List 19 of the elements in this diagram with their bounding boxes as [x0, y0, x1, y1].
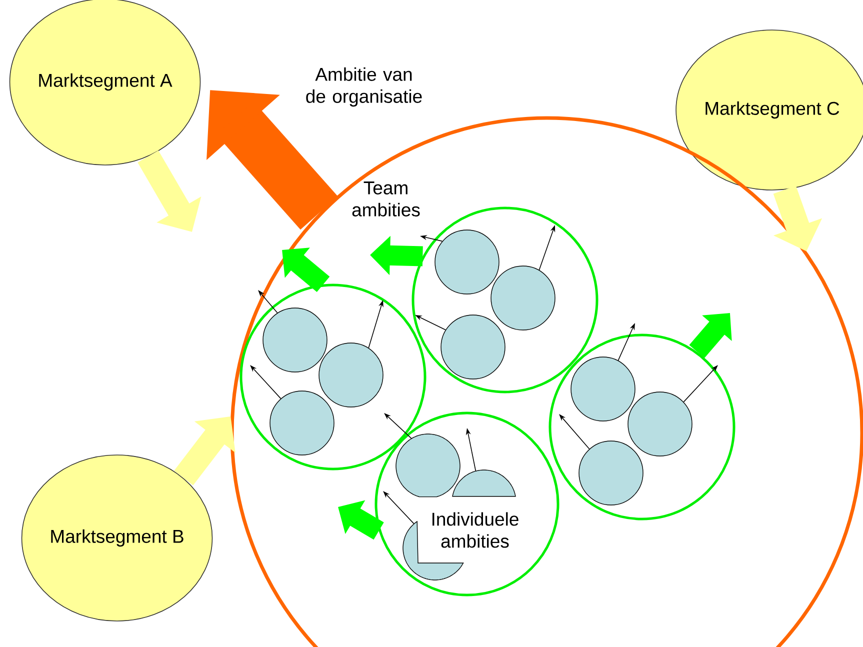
person-circle [490, 266, 556, 330]
text-label: Individuele ambities [419, 498, 531, 562]
arrow [683, 365, 718, 402]
text-label: Team ambities [352, 182, 420, 216]
person-circle [434, 230, 500, 294]
person-circle [570, 356, 636, 422]
person-circle [578, 440, 644, 506]
person-circle [262, 308, 328, 372]
arrow [250, 365, 282, 399]
arrow [383, 491, 414, 524]
person-circle [440, 314, 506, 380]
team-circle [374, 412, 560, 596]
person-circle [628, 392, 692, 456]
arrow [384, 413, 412, 439]
team-circle [548, 334, 736, 520]
person-circle [270, 390, 334, 456]
team-circle [240, 284, 426, 470]
person-circle [318, 342, 384, 408]
text-label: Ambitie van de organisatie [306, 67, 422, 107]
